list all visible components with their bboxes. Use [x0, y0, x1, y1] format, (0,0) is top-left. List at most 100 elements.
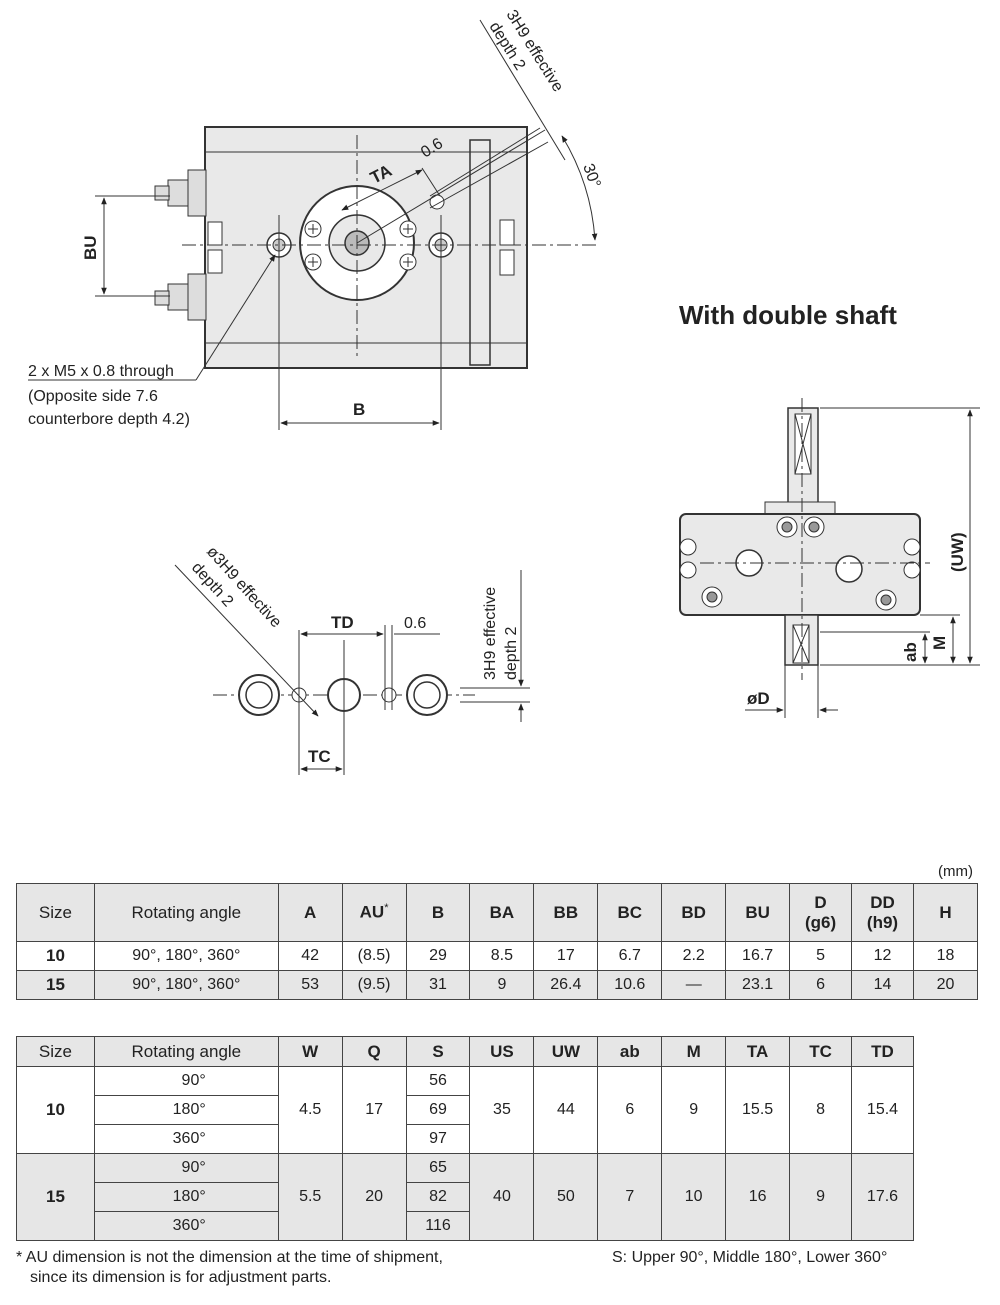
t1-header-b: B [405, 883, 471, 942]
dim-ab: ab [901, 642, 920, 662]
top-view: 3H9 effective depth 2 TA 0.6 30° BU B 2 … [28, 7, 603, 430]
t2-cell: 9 [661, 1066, 727, 1154]
t1-header-a: A [277, 883, 343, 942]
t2-cell: 7 [597, 1153, 663, 1241]
t1-header-angle: Rotating angle [93, 883, 279, 942]
t1-cell: (9.5) [341, 970, 407, 1000]
dim-td: TD [331, 613, 354, 632]
t1-header-au: AU* [341, 883, 407, 942]
t1-header-bu: BU [725, 883, 791, 942]
t2-header-uw: UW [533, 1036, 599, 1067]
table-row: 360° 116 [17, 1211, 914, 1241]
t1-cell: 29 [405, 941, 471, 971]
t1-cell: 14 [851, 970, 914, 1000]
t2-s-cell: 116 [405, 1211, 471, 1241]
double-shaft-title: With double shaft [679, 300, 897, 330]
t2-cell: 8 [789, 1066, 852, 1154]
dim-b: B [353, 400, 365, 419]
t1-cell: 90°, 180°, 360° [93, 941, 279, 971]
t2-header-m: M [661, 1036, 727, 1067]
s-note: S: Upper 90°, Middle 180°, Lower 360° [612, 1249, 888, 1266]
t2-cell: 17.6 [850, 1153, 915, 1241]
t1-cell: 10.6 [597, 970, 663, 1000]
t2-header-s: S [405, 1036, 471, 1067]
t1-cell: 2.2 [661, 941, 727, 971]
t1-cell: 16.7 [725, 941, 791, 971]
dim-tc: TC [308, 747, 331, 766]
detail-view: ø3H9 effective depth 2 TD 0.6 TC 3H9 eff… [174, 543, 530, 775]
t2-angle-cell: 360° [93, 1124, 279, 1154]
t2-s-cell: 69 [405, 1095, 471, 1125]
t1-header-d: D(g6) [789, 883, 853, 942]
table-row: 10 90° 4.5 17 56 35 44 6 9 15.5 8 15.4 [16, 1066, 915, 1154]
t2-s-cell: 65 [405, 1153, 471, 1183]
t2-header-ta: TA [725, 1036, 791, 1067]
t2-size-cell: 15 [16, 1153, 95, 1241]
table-row: 180° 82 [17, 1182, 914, 1212]
t2-cell: 10 [661, 1153, 727, 1241]
dim-d: øD [747, 689, 770, 708]
t2-cell: 50 [533, 1153, 599, 1241]
t2-header-q: Q [341, 1036, 407, 1067]
t2-header-tc: TC [789, 1036, 852, 1067]
t2-cell: 20 [341, 1153, 407, 1241]
t1-cell: 18 [912, 941, 979, 971]
t1-cell: 5 [789, 941, 853, 971]
table-row: 15 90°, 180°, 360° 53 (9.5) 31 9 26.4 10… [16, 970, 979, 1000]
t2-s-cell: 56 [405, 1066, 471, 1096]
t2-cell: 44 [533, 1066, 599, 1154]
t1-cell: 42 [277, 941, 343, 971]
t1-header-bc: BC [597, 883, 663, 942]
t1-header-size: Size [16, 883, 95, 942]
thread-note-2: (Opposite side 7.6 [28, 388, 158, 405]
angle-label: 30° [579, 162, 603, 191]
t1-cell: 15 [16, 970, 95, 1000]
t2-angle-cell: 90° [93, 1153, 279, 1183]
t1-cell: 8.5 [469, 941, 535, 971]
t2-header-size: Size [16, 1036, 95, 1067]
t2-header-ab: ab [597, 1036, 663, 1067]
t2-cell: 40 [469, 1153, 535, 1241]
t1-cell: 26.4 [533, 970, 599, 1000]
detail-right-label: 3H9 effective [482, 587, 499, 680]
t2-cell: 15.5 [725, 1066, 791, 1154]
table-row: 10 90°, 180°, 360° 42 (8.5) 29 8.5 17 6.… [16, 941, 979, 971]
t1-cell: 6.7 [597, 941, 663, 971]
t2-cell: 5.5 [277, 1153, 343, 1241]
t1-header-h: H [912, 883, 979, 942]
t1-cell: 9 [469, 970, 535, 1000]
t1-cell: 10 [16, 941, 95, 971]
t2-size-cell: 10 [16, 1066, 95, 1154]
au-note: * AU dimension is not the dimension at t… [16, 1248, 443, 1288]
t2-s-cell: 97 [405, 1124, 471, 1154]
t2-angle-cell: 180° [93, 1095, 279, 1125]
t1-cell: (8.5) [341, 941, 407, 971]
t1-cell: 90°, 180°, 360° [93, 970, 279, 1000]
detail-right-depth: depth 2 [503, 627, 520, 680]
t2-cell: 9 [789, 1153, 852, 1241]
detail-dim-06: 0.6 [404, 615, 426, 632]
double-shaft-view: (UW) ab M øD [679, 398, 980, 718]
dim-bu: BU [81, 235, 100, 260]
t1-cell: — [661, 970, 727, 1000]
thread-note-3: counterbore depth 4.2) [28, 411, 190, 428]
t1-header-bd: BD [661, 883, 727, 942]
t1-cell: 53 [277, 970, 343, 1000]
au-note-line1: * AU dimension is not the dimension at t… [16, 1249, 443, 1266]
t1-header-dd: DD(h9) [851, 883, 914, 942]
thread-note-1: 2 x M5 x 0.8 through [28, 363, 174, 380]
table-row: 360° 97 [17, 1124, 914, 1154]
t2-header-us: US [469, 1036, 535, 1067]
t1-header-ba: BA [469, 883, 535, 942]
t2-cell: 17 [341, 1066, 407, 1154]
t2-angle-cell: 180° [93, 1182, 279, 1212]
table-row: 180° 69 [17, 1095, 914, 1125]
technical-drawing: 3H9 effective depth 2 TA 0.6 30° BU B 2 … [28, 7, 980, 775]
dimension-table-1: Size Rotating angle A AU* B BA BB BC BD … [16, 883, 979, 1000]
dimension-table-2: Size Rotating angle W Q S US UW ab M TA … [16, 1036, 915, 1241]
t2-header-angle: Rotating angle [93, 1036, 279, 1067]
t2-cell: 16 [725, 1153, 791, 1241]
t1-cell: 17 [533, 941, 599, 971]
t2-cell: 15.4 [850, 1066, 915, 1154]
dim-m: M [930, 636, 949, 650]
